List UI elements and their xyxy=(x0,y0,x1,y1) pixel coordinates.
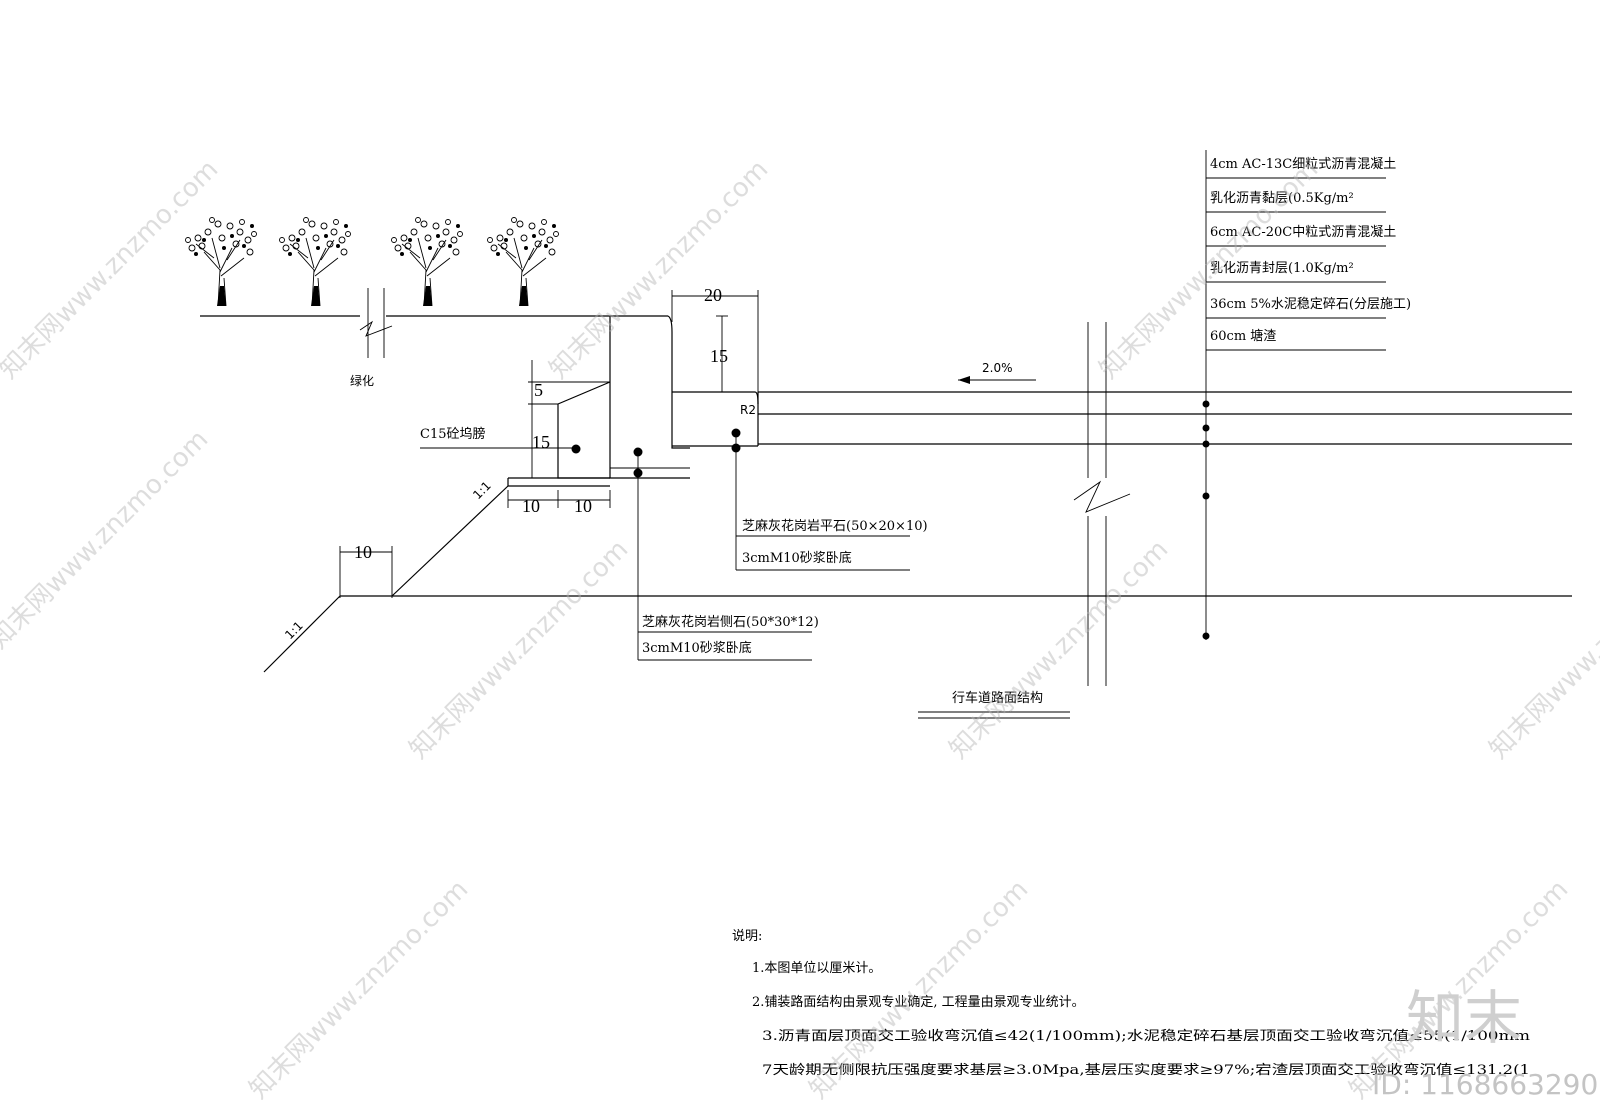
note-item: 1.本图单位以厘米计。 xyxy=(752,961,881,976)
dim-haunch-top: 5 xyxy=(534,380,543,400)
notes-block: 说明: 1.本图单位以厘米计。 2.铺装路面结构由景观专业确定, 工程量由景观专… xyxy=(732,929,1530,1078)
dim-curb-height: 15 xyxy=(710,346,728,366)
slope-grade-label: 2.0% xyxy=(982,361,1013,375)
layer-label: 36cm 5%水泥稳定碎石(分层施工) xyxy=(1210,296,1411,312)
notes-heading: 说明: xyxy=(732,929,762,944)
side-stone-label: 芝麻灰花岗岩侧石(50*30*12) xyxy=(642,614,819,630)
flat-stone-callout: 芝麻灰花岗岩平石(50×20×10) 3cmM10砂浆卧底 xyxy=(731,428,928,571)
slope-lower-label: 1:1 xyxy=(282,619,306,643)
watermark-text: 知末网www.znzmo.com xyxy=(0,154,224,385)
layer-leader-dots xyxy=(1202,400,1210,640)
flat-stone-bed-label: 3cmM10砂浆卧底 xyxy=(742,550,852,566)
tree-icons xyxy=(185,217,559,307)
c15-callout: C15砼坞膀 xyxy=(420,426,581,454)
dim-curb-width: 20 xyxy=(704,285,722,305)
dim-haunch-height: 15 xyxy=(532,432,550,452)
dim-haunch-bottom-a: 10 xyxy=(522,496,540,516)
note-item: 2.铺装路面结构由景观专业确定, 工程量由景观专业统计。 xyxy=(752,994,1085,1010)
note-item: 7天龄期无侧限抗压强度要求基层≥3.0Mpa,基层压实度要求≥97%;宕渣层顶面… xyxy=(762,1062,1530,1078)
curb-structure: R2 xyxy=(263,315,1572,673)
section-title-text: 行车道路面结构 xyxy=(952,690,1043,706)
c15-label: C15砼坞膀 xyxy=(420,426,486,442)
slope-upper-label: 1:1 xyxy=(470,479,494,503)
dim-haunch-bottom-b: 10 xyxy=(574,496,592,516)
watermark-text: 知末网www.znzmo.com xyxy=(544,154,775,385)
greening-label: 绿化 xyxy=(350,373,374,388)
section-title: 行车道路面结构 xyxy=(918,690,1070,719)
tree-icon xyxy=(185,217,257,307)
tree-icon xyxy=(391,217,463,307)
watermark-text: 知末网www.znzmo.com xyxy=(1484,534,1600,765)
layer-label: 60cm 塘渣 xyxy=(1210,328,1276,344)
note-item: 3.沥青面层顶面交工验收弯沉值≤42(1/100mm);水泥稳定碎石基层顶面交工… xyxy=(762,1028,1530,1044)
watermark-text: 知末网www.znzmo.com xyxy=(404,534,635,765)
watermark-text: 知末网www.znzmo.com xyxy=(0,424,214,655)
watermark-text: 知末网www.znzmo.com xyxy=(244,874,475,1105)
tree-icon xyxy=(279,217,351,307)
side-stone-callout: 芝麻灰花岗岩侧石(50*30*12) 3cmM10砂浆卧底 xyxy=(633,447,819,661)
flat-stone-label: 芝麻灰花岗岩平石(50×20×10) xyxy=(742,518,928,534)
radius-label: R2 xyxy=(740,403,756,417)
tree-icon xyxy=(487,217,559,307)
layer-label: 乳化沥青封层(1.0Kg/m² xyxy=(1210,261,1354,276)
side-stone-bed-label: 3cmM10砂浆卧底 xyxy=(642,640,752,656)
watermark-id: ID: 1168663290 xyxy=(1372,1068,1598,1101)
watermark-brand: 知末 xyxy=(1406,984,1522,1052)
watermark-text: 知末网www.znzmo.com xyxy=(944,534,1175,765)
layer-label: 乳化沥青黏层(0.5Kg/m² xyxy=(1210,190,1354,206)
layer-legend: 4cm AC-13C细粒式沥青混凝土 乳化沥青黏层(0.5Kg/m² 6cm A… xyxy=(1202,150,1411,640)
dimensions: 20 15 5 15 10 10 10 1:1 1:1 xyxy=(282,285,759,643)
greening-ground: 绿化 xyxy=(200,288,668,388)
dim-berm-width: 10 xyxy=(354,542,372,562)
roadway-layers: 2.0% xyxy=(758,322,1572,686)
layer-label: 6cm AC-20C中粒式沥青混凝土 xyxy=(1210,224,1396,240)
layer-label: 4cm AC-13C细粒式沥青混凝土 xyxy=(1210,156,1396,172)
